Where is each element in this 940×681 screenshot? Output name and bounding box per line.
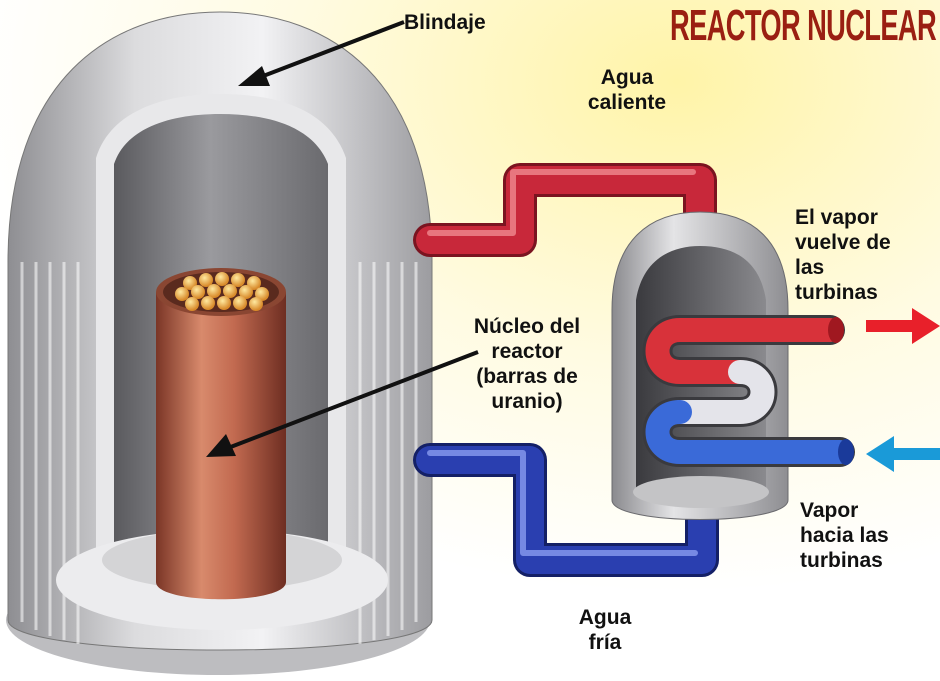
diagram-title: REACTOR NUCLEAR	[670, 2, 936, 50]
label-hot-water: Agua caliente	[572, 65, 682, 115]
label-shielding: Blindaje	[404, 10, 486, 35]
label-steam-return: El vapor vuelve de las turbinas	[795, 205, 925, 305]
label-steam-out: Vapor hacia las turbinas	[800, 498, 930, 573]
label-reactor-core: Núcleo del reactor (barras de uranio)	[462, 314, 592, 414]
label-cold-water: Agua fría	[560, 605, 650, 655]
